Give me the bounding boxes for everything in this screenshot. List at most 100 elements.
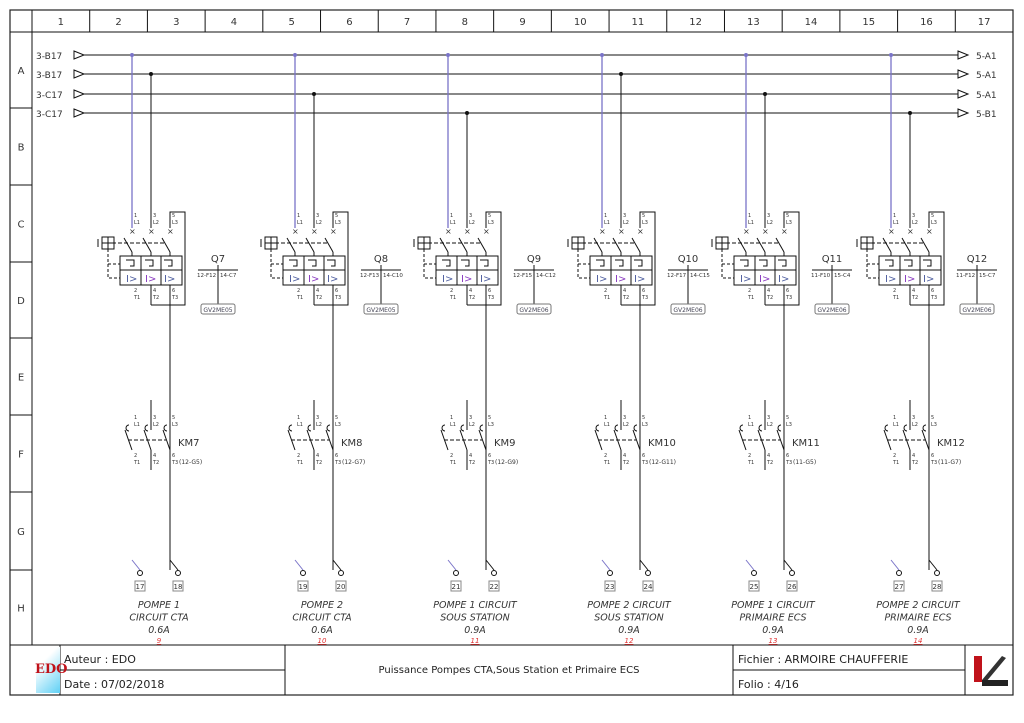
column-label: 8 <box>462 17 468 28</box>
thermal-trip-icon <box>289 259 298 267</box>
contactor-arc-icon <box>144 424 149 432</box>
thermal-trip-icon <box>442 259 451 267</box>
terminal-number: 20 <box>337 583 346 591</box>
folio-reference: 14 <box>914 637 923 645</box>
pole-number: 1 <box>134 415 137 421</box>
magnetic-trip-label: I> <box>145 274 156 285</box>
circuit-description: SOUS STATION <box>594 613 663 624</box>
folio-field: Folio : 4/16 <box>738 678 799 691</box>
contactor-ref: (12-G9) <box>495 459 518 466</box>
pole-number: 1 <box>134 213 137 219</box>
terminal-box <box>748 580 760 592</box>
pole-label: T3 <box>171 295 178 301</box>
pole-number: 4 <box>469 453 472 459</box>
circuit-description: 0.6A <box>311 625 333 636</box>
pole-number: 6 <box>335 288 338 294</box>
contact-x-icon: × <box>781 227 788 236</box>
folio-reference: 11 <box>471 637 480 645</box>
contactor-arc-icon <box>758 424 763 432</box>
pole-number: 4 <box>623 453 626 459</box>
trip-link <box>577 249 590 279</box>
pole-label: L2 <box>623 422 629 428</box>
magnetic-trip-label: I> <box>740 274 751 285</box>
pole-number: 3 <box>623 415 626 421</box>
contact-x-icon: × <box>148 227 155 236</box>
terminal-icon <box>137 570 143 576</box>
pole-number: 6 <box>488 453 491 459</box>
thermal-trip-icon <box>615 259 624 267</box>
row-label: C <box>18 220 25 231</box>
pole-number: 5 <box>642 213 645 219</box>
contact-x-icon: × <box>330 227 337 236</box>
pole-number: 4 <box>153 453 156 459</box>
breaker-contact <box>901 237 911 253</box>
pole-label: L1 <box>604 422 610 428</box>
terminal-icon <box>338 570 344 576</box>
aux-contact-ref: 14-C12 <box>536 273 556 279</box>
thermal-trip-icon <box>759 259 768 267</box>
breaker-contact <box>737 237 747 253</box>
edo-logo-text: EDO <box>35 662 68 677</box>
bus-arrow-icon <box>73 108 86 118</box>
contactor-arc-icon <box>288 424 293 432</box>
pole-number: 4 <box>623 288 626 294</box>
magnetic-trip-label: I> <box>126 274 137 285</box>
pole-label: T2 <box>766 460 773 466</box>
breaker-label: Q11 <box>822 254 843 265</box>
breaker-contact <box>593 237 603 253</box>
part-ref-box <box>814 303 850 315</box>
company-logo <box>968 650 1010 692</box>
pole-number: 2 <box>893 288 896 294</box>
bridge-loop <box>332 211 349 306</box>
thermal-trip-icon <box>923 259 932 267</box>
pole-label: T1 <box>603 295 610 301</box>
pole-label: L2 <box>912 422 918 428</box>
circuit-description: CIRCUIT CTA <box>292 613 351 624</box>
sheet-title: Puissance Pompes CTA,Sous Station et Pri… <box>378 665 640 676</box>
sheet-frame <box>9 9 1014 696</box>
wire <box>928 559 938 571</box>
magnetic-trip-label: I> <box>289 274 300 285</box>
contactor-arc-icon <box>595 424 600 432</box>
contactor-arc-icon <box>922 424 927 432</box>
pole-label: L3 <box>488 220 494 226</box>
pole-number: 2 <box>297 288 300 294</box>
magnetic-trip-label: I> <box>442 274 453 285</box>
pole-label: T3 <box>171 460 178 466</box>
pole-number: 3 <box>153 213 156 219</box>
row-label: H <box>17 604 25 615</box>
pole-number: 2 <box>604 288 607 294</box>
thermal-trip-icon <box>904 259 913 267</box>
breaker-label: Q10 <box>678 254 699 265</box>
trip-link <box>721 249 734 279</box>
pole-label: L3 <box>931 422 937 428</box>
contactor-label: KM9 <box>494 438 516 449</box>
pole-number: 2 <box>450 288 453 294</box>
bridge-loop <box>783 211 800 306</box>
part-ref-box <box>516 303 552 315</box>
part-ref: GV2ME06 <box>817 307 846 314</box>
pole-number: 3 <box>767 415 770 421</box>
phase-wire <box>890 559 900 571</box>
trip-link <box>270 249 283 279</box>
breaker-contact <box>324 237 334 253</box>
pole-number: 2 <box>604 453 607 459</box>
pole-number: 2 <box>748 288 751 294</box>
pole-label: T1 <box>747 460 754 466</box>
thermal-trip-icon <box>461 259 470 267</box>
terminal-number: 22 <box>490 583 499 591</box>
pole-number: 4 <box>153 288 156 294</box>
bus-right-label: 5-B1 <box>976 110 997 120</box>
contactor-arc-icon <box>633 424 638 432</box>
wire <box>783 559 793 571</box>
breaker-label: Q8 <box>374 254 388 265</box>
bus-left-label: 3-C17 <box>36 110 63 120</box>
pole-label: L3 <box>488 422 494 428</box>
pole-label: T2 <box>911 295 918 301</box>
breaker-contact <box>612 237 622 253</box>
part-ref-box <box>670 303 706 315</box>
contactor-contact <box>325 429 334 451</box>
column-label: 16 <box>920 17 933 28</box>
